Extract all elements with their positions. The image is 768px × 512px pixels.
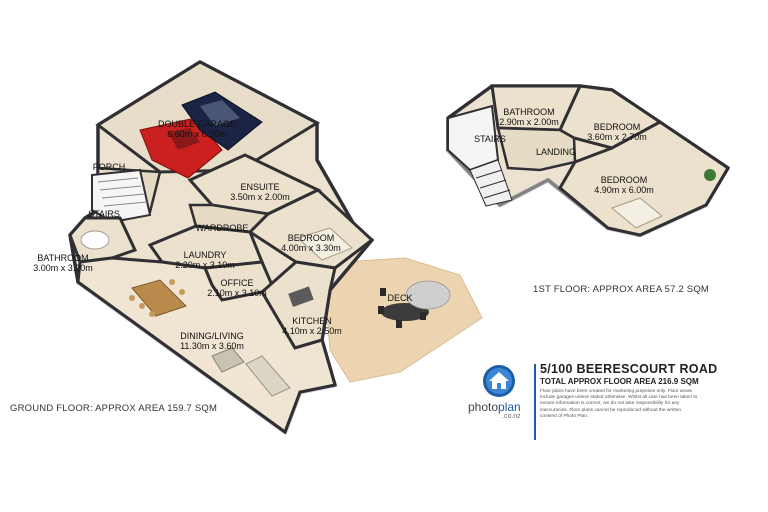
kitchen-bench-icon <box>288 286 314 307</box>
room-name: BEDROOM <box>593 122 641 132</box>
room-name: BEDROOM <box>287 233 335 243</box>
room-label-wardrobe: WARDROBE <box>196 223 249 233</box>
room-label-ensuite: ENSUITE 3.50m x 2.00m <box>230 182 290 202</box>
property-address: 5/100 BEERESCOURT ROAD <box>540 362 718 376</box>
ground-floor-caption: GROUND FLOOR: APPROX AREA 159.7 SQM <box>10 403 218 414</box>
room-name: ENSUITE <box>240 182 280 192</box>
room-label-garage: DOUBLE GARAGE 6.60m x 6.30m <box>158 119 236 139</box>
room-dims: 11.30m x 3.60m <box>180 341 244 351</box>
room-label-kitchen: KITCHEN 4.10m x 2.50m <box>282 316 342 336</box>
dining-table-icon <box>129 279 187 317</box>
navy-car-icon <box>181 91 263 151</box>
room-label-ff-stairs: STAIRS <box>474 134 506 144</box>
room-label-bathroom: BATHROOM 3.00m x 3.20m <box>33 253 93 273</box>
room-label-bedroom: BEDROOM 4.00m x 3.30m <box>281 233 341 253</box>
room-label-deck: DECK <box>387 293 412 303</box>
room-dims: 3.60m x 2.70m <box>587 132 647 142</box>
room-dims: 4.10m x 2.50m <box>282 326 342 336</box>
room-dims: 3.00m x 3.20m <box>33 263 93 273</box>
room-name: LANDING <box>535 147 577 157</box>
room-dims: 3.50m x 2.00m <box>230 192 290 202</box>
room-name: DOUBLE GARAGE <box>157 119 237 129</box>
room-name: DECK <box>387 293 413 303</box>
room-label-ff-landing: LANDING <box>536 147 576 157</box>
room-name: BATHROOM <box>37 253 89 263</box>
logo-wordmark: photoplan <box>468 400 521 414</box>
room-name: KITCHEN <box>292 316 332 326</box>
logo-word-plan: plan <box>498 400 521 414</box>
room-dims: 4.00m x 3.30m <box>281 243 341 253</box>
room-dims: 6.60m x 6.30m <box>167 129 227 139</box>
room-label-dining-living: DINING/LIVING 11.30m x 3.60m <box>180 331 244 351</box>
room-name: PORCH <box>92 162 126 172</box>
room-name: STAIRS <box>474 134 506 144</box>
logo-word-photo: photo <box>468 400 499 414</box>
room-name: BATHROOM <box>503 107 555 117</box>
bathtub-icon <box>80 230 110 250</box>
house-logo-icon <box>483 365 515 397</box>
room-name: WARDROBE <box>195 223 249 233</box>
disclaimer-text: Floor plans have been created for market… <box>540 389 698 419</box>
sofa-icon <box>211 347 291 397</box>
room-name: OFFICE <box>220 278 254 288</box>
room-label-ff-bedroom-large: BEDROOM 4.90m x 6.00m <box>594 175 654 195</box>
room-dims: 2.10m x 3.10m <box>207 288 267 298</box>
exterior-stairs <box>469 159 513 207</box>
room-label-porch: PORCH <box>93 162 126 172</box>
room-name: LAUNDRY <box>183 250 227 260</box>
room-dims: 4.90m x 6.00m <box>594 185 654 195</box>
outdoor-table-icon <box>378 280 451 328</box>
room-label-ff-bedroom-small: BEDROOM 3.60m x 2.70m <box>587 122 647 142</box>
ff-bedroom-large-room <box>558 120 731 237</box>
total-area: TOTAL APPROX FLOOR AREA 216.9 SQM <box>540 377 699 386</box>
ff-bed-icon <box>611 197 663 229</box>
branding-block: photoplan .co.nz 5/100 BEERESCOURT ROAD … <box>468 362 758 442</box>
room-label-laundry: LAUNDRY 2.20m x 3.10m <box>175 250 235 270</box>
logo-domain: .co.nz <box>502 413 521 420</box>
bed-icon <box>297 227 353 261</box>
room-dims: 2.90m x 2.00m <box>499 117 559 127</box>
room-name: DINING/LIVING <box>180 331 244 341</box>
brand-divider <box>534 364 536 440</box>
room-name: STAIRS <box>88 209 120 219</box>
room-dims: 2.20m x 3.10m <box>175 260 235 270</box>
red-car-icon <box>139 117 223 179</box>
plant-icon <box>704 169 716 181</box>
room-label-stairs: STAIRS <box>88 209 120 219</box>
room-label-office: OFFICE 2.10m x 3.10m <box>207 278 267 298</box>
room-label-ff-bathroom: BATHROOM 2.90m x 2.00m <box>499 107 559 127</box>
room-name: BEDROOM <box>600 175 648 185</box>
first-floor-caption: 1ST FLOOR: APPROX AREA 57.2 SQM <box>533 284 710 295</box>
